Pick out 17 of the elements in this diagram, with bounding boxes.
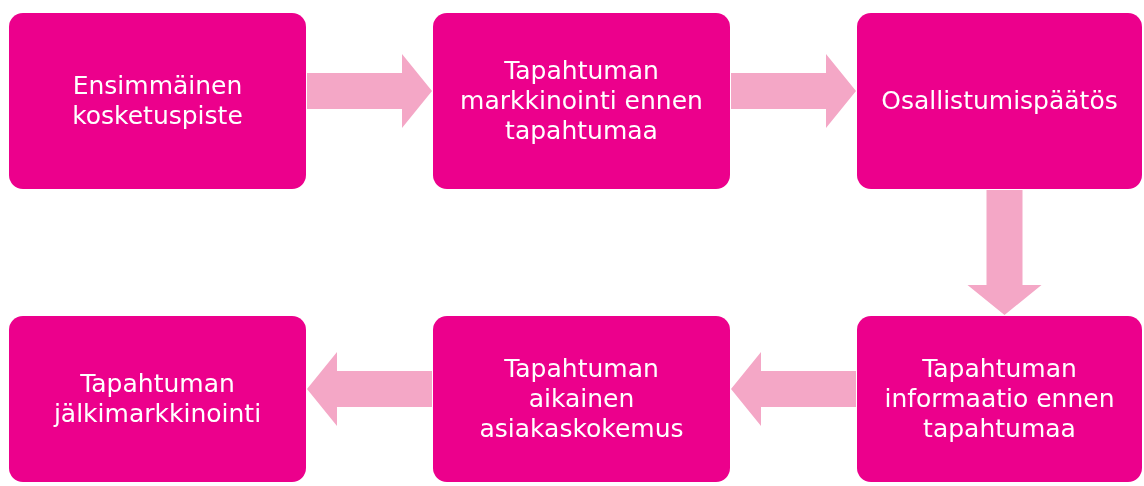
process-box xyxy=(9,316,306,482)
process-box xyxy=(857,316,1142,482)
block-arrow xyxy=(307,54,432,128)
box-text: Ensimmäinen kosketuspiste xyxy=(71,71,244,131)
block-arrow xyxy=(731,352,856,426)
box-text: Tapahtuman jälkimarkkinointi xyxy=(52,369,263,429)
box-text: Tapahtuman informaatio ennen tapahtumaa xyxy=(883,354,1116,444)
box-text: Tapahtuman aikainen asiakaskokemus xyxy=(478,354,685,444)
process-box xyxy=(857,13,1142,189)
box-text: Osallistumispäätös xyxy=(881,86,1118,116)
block-arrow xyxy=(731,54,856,128)
process-box xyxy=(433,13,730,189)
process-box xyxy=(9,13,306,189)
box-text: Tapahtuman markkinointi ennen tapahtumaa xyxy=(459,56,704,146)
process-box xyxy=(433,316,730,482)
block-arrow xyxy=(307,352,432,426)
block-arrow xyxy=(967,190,1042,315)
